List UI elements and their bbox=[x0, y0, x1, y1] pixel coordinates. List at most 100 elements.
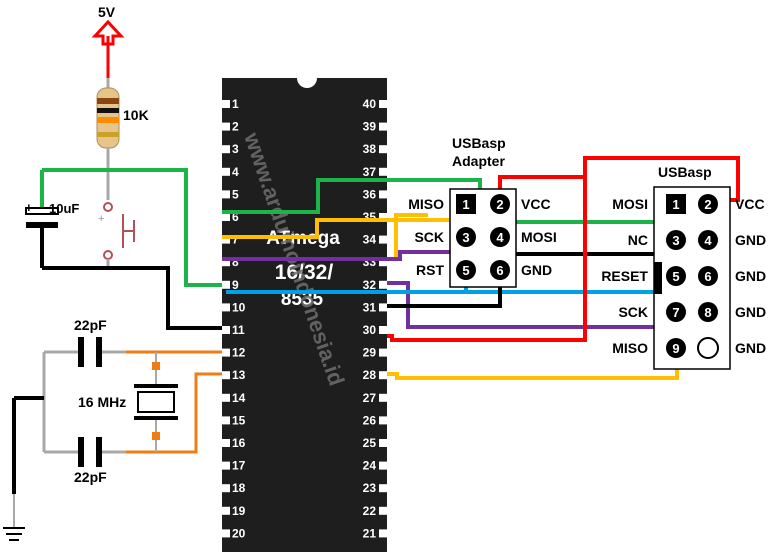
chip-pin-left-label: 6 bbox=[232, 210, 239, 224]
chip-pin-right-mark bbox=[379, 439, 387, 447]
chip-pin-right-mark bbox=[379, 213, 387, 221]
svg-text:+: + bbox=[25, 200, 33, 215]
usbasp-pin-circle bbox=[698, 302, 718, 322]
usbasp-pin-circle bbox=[697, 337, 719, 359]
chip-pin-left-mark bbox=[222, 145, 230, 154]
svg-text:+: + bbox=[98, 213, 104, 225]
chip-pin-right-mark bbox=[379, 100, 387, 108]
adapter-pin-right-label: VCC bbox=[521, 196, 551, 212]
adapter-pin-circle bbox=[490, 260, 510, 280]
chip-pin-right-label: 29 bbox=[363, 346, 377, 360]
chip-pin-left-label: 1 bbox=[232, 97, 239, 111]
usbasp-pin-number: 5 bbox=[672, 269, 679, 284]
usbasp-left-label: MOSI bbox=[612, 196, 648, 212]
adapter-pin-circle bbox=[490, 227, 510, 247]
chip-pin-left-mark bbox=[222, 393, 230, 402]
chip-pin-right-mark bbox=[379, 145, 387, 154]
chip-pin-left-mark bbox=[222, 484, 230, 493]
adapter-pin-number: 1 bbox=[462, 197, 469, 212]
reset-capacitor: + bbox=[25, 170, 59, 268]
power-label: 5V bbox=[98, 4, 116, 20]
chip-pin-right-mark bbox=[379, 529, 387, 538]
adapter-pin-circle bbox=[490, 194, 510, 214]
usbasp-pin-number: 3 bbox=[672, 233, 679, 248]
chip-pin-left-mark bbox=[222, 529, 230, 538]
chip-pin-right-label: 21 bbox=[363, 526, 377, 540]
chip-pin-right-label: 27 bbox=[363, 391, 377, 405]
adapter-title-line2: Adapter bbox=[452, 153, 505, 169]
wire-vcc-red bbox=[387, 156, 740, 342]
chip-pin-right-label: 26 bbox=[363, 413, 377, 427]
crystal-cap-bottom-label: 22pF bbox=[74, 469, 107, 485]
chip-pin-right-label: 34 bbox=[363, 233, 377, 247]
usbasp-pin-square bbox=[666, 194, 686, 214]
chip-pin-left-mark bbox=[222, 213, 230, 221]
chip-name-line3: 8535 bbox=[281, 289, 324, 310]
adapter-pin-right-label: GND bbox=[521, 262, 552, 278]
adapter-pin-circle bbox=[456, 260, 476, 280]
crystal-circuit bbox=[3, 337, 226, 541]
usbasp-pin-number: 1 bbox=[672, 197, 679, 212]
chip-pin-right-mark bbox=[379, 190, 387, 199]
chip-name-line2: 16/32/ bbox=[275, 261, 334, 284]
chip-pin-right-label: 39 bbox=[363, 120, 377, 134]
chip-pin-left-label: 14 bbox=[232, 391, 246, 405]
chip-pin-right-mark bbox=[379, 303, 387, 312]
usbasp-pin-circle bbox=[666, 302, 686, 322]
chip-pin-right-mark bbox=[379, 258, 387, 267]
usbasp-right-label: VCC bbox=[735, 196, 765, 212]
chip-pin-left-mark bbox=[222, 303, 230, 312]
chip-pin-left-label: 20 bbox=[232, 526, 246, 540]
chip-pin-right-mark bbox=[379, 167, 387, 176]
chip-pin-left-mark bbox=[222, 416, 230, 425]
chip-pin-right-mark bbox=[379, 461, 387, 470]
usbasp-right-label: GND bbox=[735, 232, 766, 248]
resistor-label: 10K bbox=[123, 107, 149, 123]
adapter-pin-number: 3 bbox=[462, 230, 469, 245]
chip-pin-left-label: 10 bbox=[232, 300, 246, 314]
adapter-pin-left-label: SCK bbox=[414, 229, 444, 245]
power-5v-symbol bbox=[91, 19, 125, 86]
chip-pin-left-mark bbox=[222, 461, 230, 470]
usbasp-right-label: GND bbox=[735, 340, 766, 356]
chip-pin-right-mark bbox=[379, 326, 387, 334]
adapter-pin-circle bbox=[456, 227, 476, 247]
adapter-pin-number: 6 bbox=[496, 263, 503, 278]
chip-pin-left-label: 9 bbox=[232, 278, 239, 292]
adapter-pin-left-label: MISO bbox=[408, 196, 444, 212]
chip-pin-left-label: 4 bbox=[232, 165, 239, 179]
usbasp-connector-body bbox=[653, 186, 731, 370]
chip-pin-right-label: 24 bbox=[363, 459, 377, 473]
usbasp-pin-number: 10 bbox=[701, 341, 715, 356]
usbasp-pin-number: 8 bbox=[704, 305, 711, 320]
chip-pin-right-label: 28 bbox=[363, 368, 377, 382]
usbasp-left-label: NC bbox=[628, 232, 648, 248]
chip-pin-right-label: 23 bbox=[363, 481, 377, 495]
chip-pin-left-mark bbox=[222, 280, 230, 289]
usbasp-pin-number: 2 bbox=[704, 197, 711, 212]
chip-pin-right-mark bbox=[379, 122, 387, 131]
chip-pin-left-mark bbox=[222, 326, 230, 334]
chip-pin-left-mark bbox=[222, 348, 230, 357]
chip-pin-left-mark bbox=[222, 258, 230, 267]
crystal-cap-top-label: 22pF bbox=[74, 317, 107, 333]
reset-capacitor-label: 10uF bbox=[49, 201, 79, 216]
usbasp-title: USBasp bbox=[658, 164, 712, 180]
chip-pin-left-label: 15 bbox=[232, 413, 246, 427]
chip-pin-left-label: 3 bbox=[232, 142, 239, 156]
usbasp-pin-circle bbox=[698, 194, 718, 214]
usbasp-pin-number: 7 bbox=[672, 305, 679, 320]
chip-pin-left-mark bbox=[222, 439, 230, 447]
usbasp-pin-circle bbox=[666, 266, 686, 286]
chip-pin-left-mark bbox=[222, 190, 230, 199]
chip-pin-right-label: 22 bbox=[363, 504, 377, 518]
chip-pin-right-label: 25 bbox=[363, 436, 377, 450]
chip-pin-right-mark bbox=[379, 371, 387, 380]
usbasp-left-label: SCK bbox=[618, 304, 648, 320]
chip-pin-right-label: 30 bbox=[363, 323, 377, 337]
usbasp-left-label: RESET bbox=[601, 268, 648, 284]
chip-pin-right-mark bbox=[379, 235, 387, 244]
